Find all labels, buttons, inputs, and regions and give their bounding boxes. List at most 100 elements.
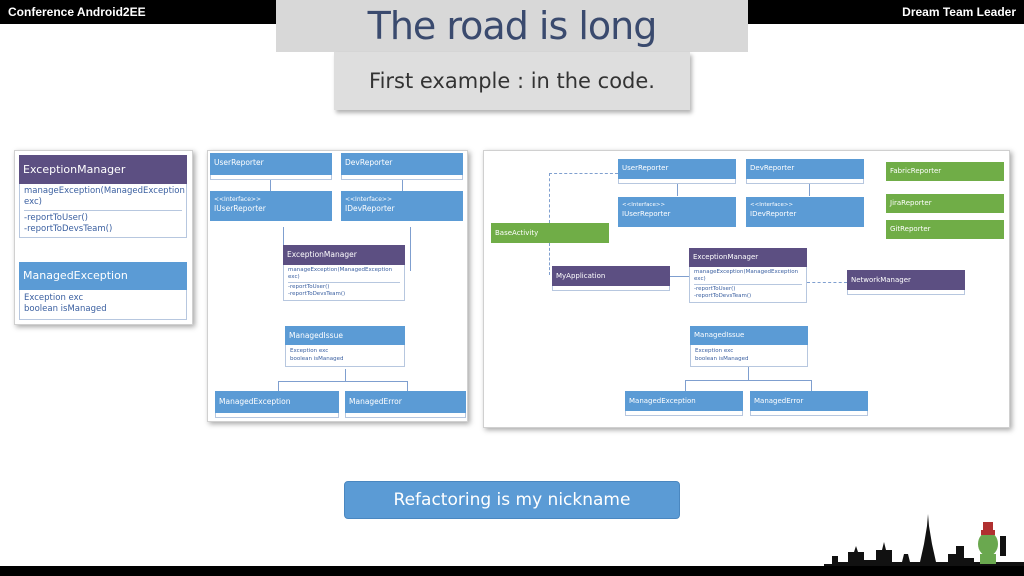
interface-iuser-reporter: <<Interface>> IUserReporter bbox=[210, 191, 332, 221]
connector bbox=[748, 367, 749, 380]
field: boolean isManaged bbox=[290, 356, 344, 362]
class-managed-issue: ManagedIssue Exception exc boolean isMan… bbox=[285, 326, 405, 367]
connector bbox=[278, 381, 279, 391]
class-header: FabricReporter bbox=[886, 162, 1004, 181]
paris-skyline-icon bbox=[824, 514, 1024, 576]
class-managed-error: ManagedError bbox=[345, 391, 466, 418]
class-header: DevReporter bbox=[746, 159, 864, 179]
class-fields: Exception exc boolean isManaged bbox=[690, 345, 808, 367]
connector bbox=[410, 227, 411, 271]
connector bbox=[670, 276, 689, 277]
class-header: UserReporter bbox=[618, 159, 736, 179]
class-dev-reporter: DevReporter bbox=[341, 153, 463, 180]
connector bbox=[549, 243, 550, 275]
class-dev-reporter: DevReporter bbox=[746, 159, 864, 184]
class-git-reporter: GitReporter bbox=[886, 220, 1004, 239]
stereotype: <<Interface>> bbox=[622, 202, 666, 208]
connector bbox=[685, 380, 686, 391]
interface-name: IDevReporter bbox=[345, 204, 395, 213]
class-header: <<Interface>> IDevReporter bbox=[746, 197, 864, 227]
class-header: ManagedIssue bbox=[285, 326, 405, 345]
stereotype: <<Interface>> bbox=[214, 196, 261, 203]
connector bbox=[549, 173, 550, 223]
method: manageException(ManagedException exc) bbox=[24, 186, 185, 207]
class-header: NetworkManager bbox=[847, 270, 965, 290]
class-header: ManagedException bbox=[215, 391, 339, 413]
class-fabric-reporter: FabricReporter bbox=[886, 162, 1004, 181]
class-header: <<Interface>> IUserReporter bbox=[618, 197, 736, 227]
method: -reportToUser() bbox=[288, 284, 330, 290]
interface-idev-reporter: <<Interface>> IDevReporter bbox=[341, 191, 463, 221]
connector bbox=[407, 381, 408, 391]
field: boolean isManaged bbox=[695, 356, 749, 362]
subtitle-box: First example : in the code. bbox=[334, 52, 690, 110]
bottom-bar bbox=[0, 566, 1024, 576]
connector bbox=[270, 180, 271, 191]
class-managed-exception: ManagedException bbox=[625, 391, 743, 416]
method: -reportToDevsTeam() bbox=[24, 224, 113, 234]
connector bbox=[677, 184, 678, 196]
diagram-card-1: ExceptionManager manageException(Managed… bbox=[14, 150, 193, 325]
refactoring-button[interactable]: Refactoring is my nickname bbox=[344, 481, 680, 519]
method: -reportToDevsTeam() bbox=[694, 293, 752, 299]
class-header: ExceptionManager bbox=[689, 248, 807, 267]
field: Exception exc bbox=[695, 348, 734, 354]
class-exception-manager: ExceptionManager manageException(Managed… bbox=[19, 155, 187, 238]
connector bbox=[278, 381, 408, 382]
connector bbox=[811, 380, 812, 391]
method: manageException(ManagedException exc) bbox=[288, 267, 393, 280]
class-managed-exception: ManagedException bbox=[215, 391, 339, 418]
connector bbox=[807, 282, 847, 283]
class-user-reporter: UserReporter bbox=[210, 153, 332, 180]
class-jira-reporter: JiraReporter bbox=[886, 194, 1004, 213]
class-header: <<Interface>> IDevReporter bbox=[341, 191, 463, 221]
class-methods: manageException(ManagedException exc) -r… bbox=[19, 184, 187, 238]
slide-subtitle: First example : in the code. bbox=[369, 69, 655, 93]
method: -reportToUser() bbox=[694, 286, 736, 292]
method: manageException(ManagedException exc) bbox=[694, 269, 799, 282]
method: -reportToDevsTeam() bbox=[288, 291, 346, 297]
class-header: ExceptionManager bbox=[19, 155, 187, 184]
class-network-manager: NetworkManager bbox=[847, 270, 965, 295]
class-header: ManagedIssue bbox=[690, 326, 808, 345]
class-header: GitReporter bbox=[886, 220, 1004, 239]
slide-title: The road is long bbox=[367, 4, 658, 48]
conference-label: Conference Android2EE bbox=[8, 5, 146, 19]
title-box: The road is long bbox=[276, 0, 748, 52]
class-header: UserReporter bbox=[210, 153, 332, 175]
class-managed-issue: ManagedIssue Exception exc boolean isMan… bbox=[690, 326, 808, 367]
class-header: DevReporter bbox=[341, 153, 463, 175]
diagram-card-2: UserReporter DevReporter <<Interface>> I… bbox=[207, 150, 468, 422]
connector bbox=[685, 380, 812, 381]
interface-idev-reporter: <<Interface>> IDevReporter bbox=[746, 197, 864, 227]
class-methods: manageException(ManagedException exc) -r… bbox=[283, 265, 405, 301]
class-header: ManagedError bbox=[345, 391, 466, 413]
connector bbox=[809, 184, 810, 196]
class-base-activity: BaseActivity bbox=[491, 223, 609, 243]
connector bbox=[402, 180, 403, 191]
class-managed-exception: ManagedException Exception exc boolean i… bbox=[19, 262, 187, 320]
class-user-reporter: UserReporter bbox=[618, 159, 736, 184]
stereotype: <<Interface>> bbox=[750, 202, 794, 208]
class-exception-manager: ExceptionManager manageException(Managed… bbox=[689, 248, 807, 303]
class-my-application: MyApplication bbox=[552, 266, 670, 291]
class-fields: Exception exc boolean isManaged bbox=[285, 345, 405, 367]
class-header: MyApplication bbox=[552, 266, 670, 286]
connector bbox=[549, 173, 618, 174]
class-header: ExceptionManager bbox=[283, 245, 405, 265]
class-header: ManagedException bbox=[625, 391, 743, 411]
connector bbox=[345, 369, 346, 381]
interface-name: IDevReporter bbox=[750, 210, 797, 218]
interface-name: IUserReporter bbox=[622, 210, 671, 218]
class-header: BaseActivity bbox=[491, 223, 609, 243]
stereotype: <<Interface>> bbox=[345, 196, 392, 203]
method: -reportToUser() bbox=[24, 213, 88, 223]
class-fields: Exception exc boolean isManaged bbox=[19, 290, 187, 320]
diagram-card-3: UserReporter DevReporter FabricReporter … bbox=[483, 150, 1010, 428]
speaker-label: Dream Team Leader bbox=[902, 5, 1016, 19]
interface-iuser-reporter: <<Interface>> IUserReporter bbox=[618, 197, 736, 227]
class-managed-error: ManagedError bbox=[750, 391, 868, 416]
field: boolean isManaged bbox=[24, 304, 107, 314]
class-header: JiraReporter bbox=[886, 194, 1004, 213]
